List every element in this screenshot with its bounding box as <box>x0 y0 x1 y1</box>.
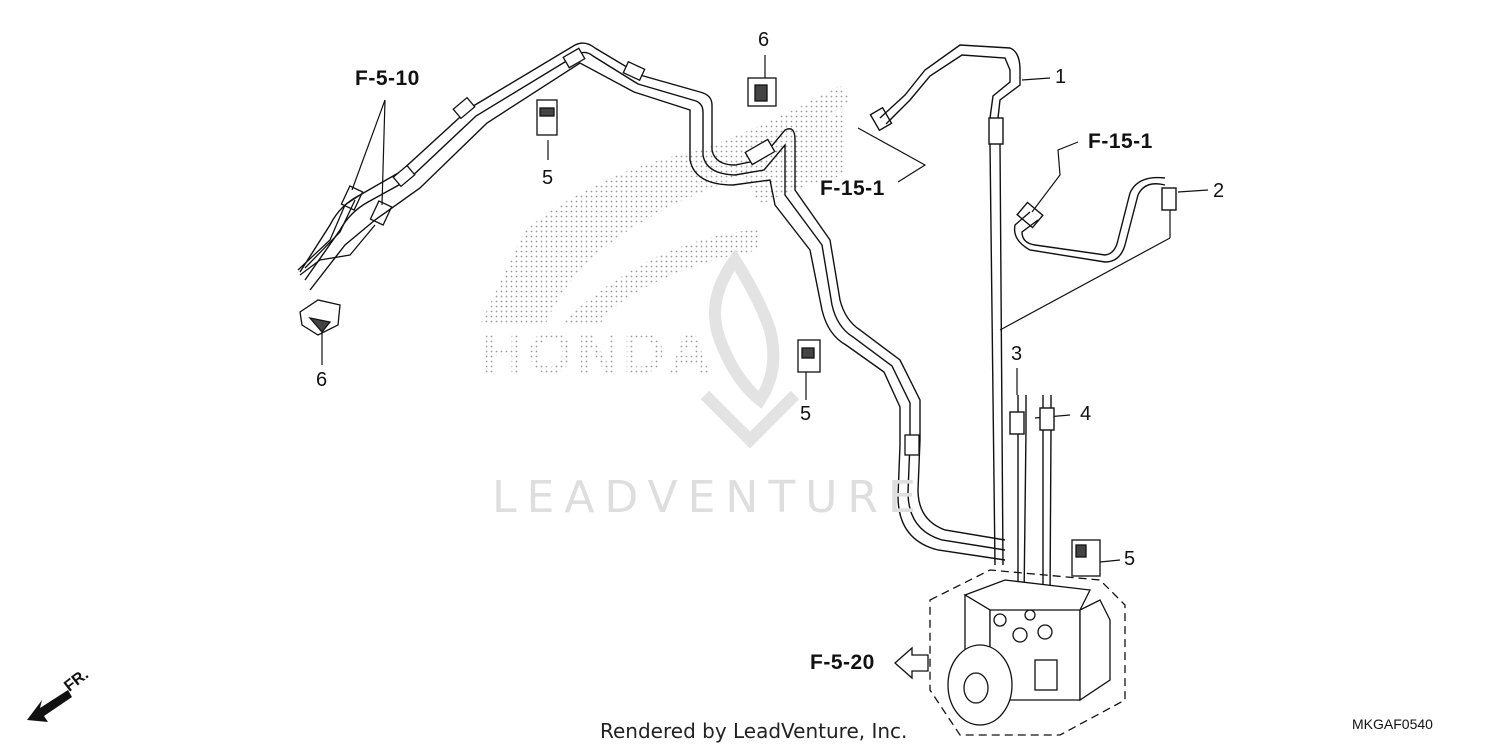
f5-20-arrow <box>894 646 929 680</box>
left-pipe-fittings <box>297 185 393 276</box>
callout-5-a: 5 <box>542 167 554 189</box>
callout-6-top: 6 <box>758 29 770 51</box>
honda-wing-logo <box>480 85 850 325</box>
honda-wordmark: HONDA <box>482 321 715 386</box>
ref-f15-1-left: F-15-1 <box>820 177 885 200</box>
callout-2: 2 <box>1213 180 1225 202</box>
callout-5-c: 5 <box>1124 548 1136 570</box>
ref-f5-10: F-5-10 <box>355 67 420 90</box>
callout-1: 1 <box>1055 66 1067 88</box>
callout-5-b: 5 <box>800 403 812 425</box>
brake-pipe-2 <box>1013 176 1177 263</box>
rendered-by-credit: Rendered by LeadVenture, Inc. <box>600 719 908 743</box>
pipe-clamp-6 <box>299 77 777 336</box>
leadventure-watermark: LEADVENTURE <box>492 472 926 523</box>
abs-modulator <box>929 569 1126 736</box>
leader-lines <box>321 55 1209 563</box>
callout-3: 3 <box>1011 343 1023 365</box>
brake-hoses-3-4 <box>1009 395 1055 601</box>
pipe-clip-5 <box>536 99 1101 577</box>
front-direction-arrow <box>27 690 72 722</box>
brake-pipe-1 <box>869 44 1021 566</box>
diagram-code: MKGAF0540 <box>1352 716 1433 732</box>
leadventure-flame-watermark <box>700 249 800 449</box>
ref-f15-1-right: F-15-1 <box>1088 130 1153 153</box>
pipe-clamps <box>392 47 920 456</box>
callout-6-left: 6 <box>316 369 328 391</box>
ref-f5-20: F-5-20 <box>810 651 875 674</box>
callout-4: 4 <box>1080 403 1092 425</box>
